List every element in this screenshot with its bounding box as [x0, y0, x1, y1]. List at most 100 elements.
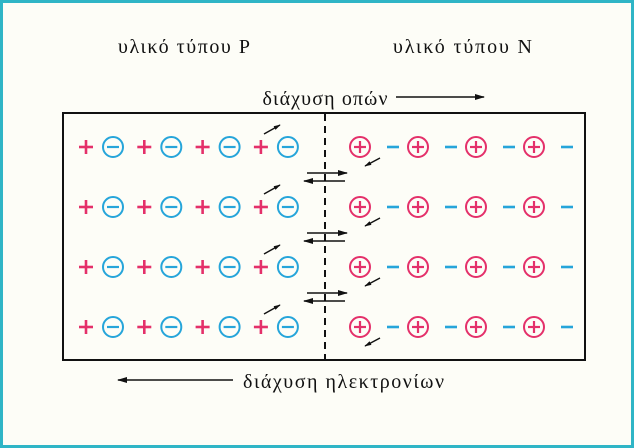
circled-minus-icon [160, 196, 183, 218]
ring [349, 256, 371, 278]
ring [407, 136, 429, 158]
ring [465, 316, 487, 338]
circled-minus-icon [102, 316, 124, 338]
small-arrow-down-left-icon [364, 337, 381, 347]
ring [276, 196, 299, 218]
plus-icon [79, 200, 93, 214]
circled-plus-icon [407, 316, 429, 338]
plus-icon [79, 260, 93, 274]
carrier-arrows [263, 124, 381, 347]
n-region-charges [349, 196, 573, 218]
small-arrow-up-right-icon [263, 184, 281, 195]
plus-icon [195, 140, 210, 154]
ring [523, 256, 545, 278]
circled-minus-icon [102, 136, 124, 158]
ring [102, 196, 124, 218]
junction-box [62, 112, 586, 361]
charge-row [79, 136, 573, 158]
p-region-charges [79, 256, 299, 278]
small-arrow-up-right-icon [263, 244, 281, 255]
n-type-material-label: υλικό τύπου N [393, 36, 532, 58]
circled-plus-icon [407, 136, 429, 158]
ring [407, 196, 429, 218]
ring [102, 136, 124, 158]
circled-plus-icon [407, 196, 429, 218]
circled-minus-icon [160, 136, 183, 158]
small-arrow-up-right-icon [263, 124, 281, 135]
ring [465, 196, 487, 218]
ring [523, 316, 545, 338]
ring [465, 256, 487, 278]
small-arrow-down-left-icon [364, 277, 381, 287]
circled-plus-icon [465, 256, 487, 278]
ring [276, 256, 299, 278]
ring [160, 316, 183, 338]
plus-icon [253, 140, 268, 154]
plus-icon [253, 320, 268, 334]
circled-plus-icon [407, 256, 429, 278]
charge-rows [79, 136, 573, 338]
circled-minus-icon [218, 316, 241, 338]
p-region-charges [79, 316, 299, 338]
circled-plus-icon [349, 256, 371, 278]
ring [160, 196, 183, 218]
circled-plus-icon [349, 316, 371, 338]
p-type-material-label: υλικό τύπου P [118, 36, 250, 58]
circled-minus-icon [218, 256, 241, 278]
plus-icon [137, 140, 152, 154]
circled-minus-icon [160, 316, 183, 338]
circled-plus-icon [523, 316, 545, 338]
ring [349, 136, 371, 158]
circled-plus-icon [465, 316, 487, 338]
circled-minus-icon [276, 136, 299, 158]
small-arrow-down-left-icon [364, 217, 381, 227]
ring [160, 136, 183, 158]
ring [407, 256, 429, 278]
circled-plus-icon [523, 136, 545, 158]
circled-plus-icon [349, 196, 371, 218]
circled-plus-icon [349, 136, 371, 158]
circled-plus-icon [523, 196, 545, 218]
plus-icon [137, 200, 152, 214]
charge-row [79, 316, 573, 338]
small-arrow-up-right-icon [263, 304, 281, 315]
plus-icon [137, 260, 152, 274]
plus-icon [195, 320, 210, 334]
circled-plus-icon [465, 196, 487, 218]
p-region-charges [79, 196, 299, 218]
ring [407, 316, 429, 338]
ring [160, 256, 183, 278]
ring [276, 316, 299, 338]
ring [102, 256, 124, 278]
plus-icon [253, 260, 268, 274]
circled-minus-icon [160, 256, 183, 278]
electron-diffusion-label: διάχυση ηλεκτρονίων [243, 371, 444, 393]
n-region-charges [349, 136, 573, 158]
plus-icon [137, 320, 152, 334]
charge-row [79, 256, 573, 278]
ring [523, 136, 545, 158]
ring [218, 136, 241, 158]
circled-minus-icon [218, 136, 241, 158]
p-region-charges [79, 136, 299, 158]
ring [465, 136, 487, 158]
ring [218, 196, 241, 218]
plus-icon [253, 200, 268, 214]
circled-minus-icon [276, 196, 299, 218]
ring [102, 316, 124, 338]
plus-icon [195, 260, 210, 274]
circled-minus-icon [276, 256, 299, 278]
ring [218, 256, 241, 278]
n-region-charges [349, 316, 573, 338]
circled-minus-icon [102, 196, 124, 218]
ring [349, 196, 371, 218]
hole-diffusion-label: διάχυση οπών [263, 88, 388, 110]
circled-plus-icon [523, 256, 545, 278]
ring [523, 196, 545, 218]
circled-plus-icon [465, 136, 487, 158]
small-arrow-down-left-icon [364, 157, 381, 167]
circled-minus-icon [218, 196, 241, 218]
charge-row [79, 196, 573, 218]
